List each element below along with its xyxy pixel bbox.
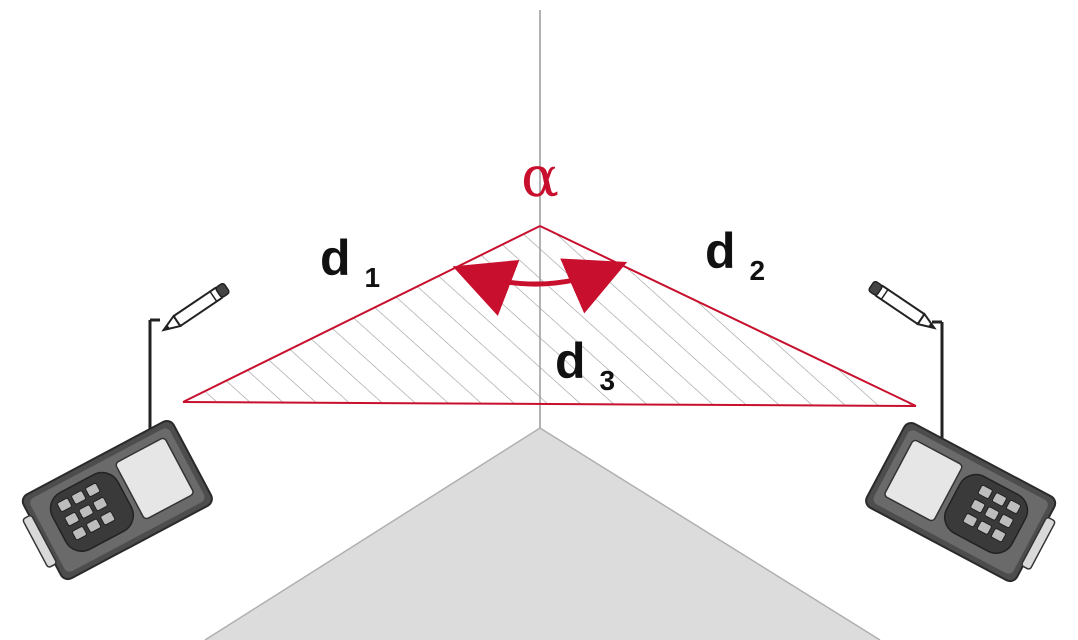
measurement-triangle bbox=[183, 226, 916, 406]
pencil-icon bbox=[867, 279, 939, 334]
line-d1 bbox=[182, 225, 541, 403]
label-d2-sub: 2 bbox=[749, 255, 765, 286]
angle-label: α bbox=[521, 145, 559, 210]
floor-edge-left bbox=[204, 427, 541, 640]
label-d3: d 3 bbox=[555, 333, 615, 396]
laser-distance-meter-icon bbox=[11, 417, 216, 587]
label-d1-main: d bbox=[320, 230, 351, 286]
laser-distance-meter-icon bbox=[862, 419, 1067, 589]
label-d1: d 1 bbox=[320, 230, 380, 293]
label-d1-sub: 1 bbox=[364, 262, 380, 293]
label-d3-sub: 3 bbox=[599, 365, 615, 396]
label-d3-main: d bbox=[555, 333, 586, 389]
floor-plane bbox=[205, 428, 880, 640]
label-d2-main: d bbox=[705, 223, 736, 279]
line-d3 bbox=[182, 401, 917, 407]
floor-edge-right bbox=[539, 427, 881, 640]
double-arrow-arc-icon bbox=[452, 258, 628, 316]
line-d2 bbox=[539, 225, 917, 407]
label-d2: d 2 bbox=[705, 223, 765, 286]
pencil-icon bbox=[159, 281, 231, 336]
